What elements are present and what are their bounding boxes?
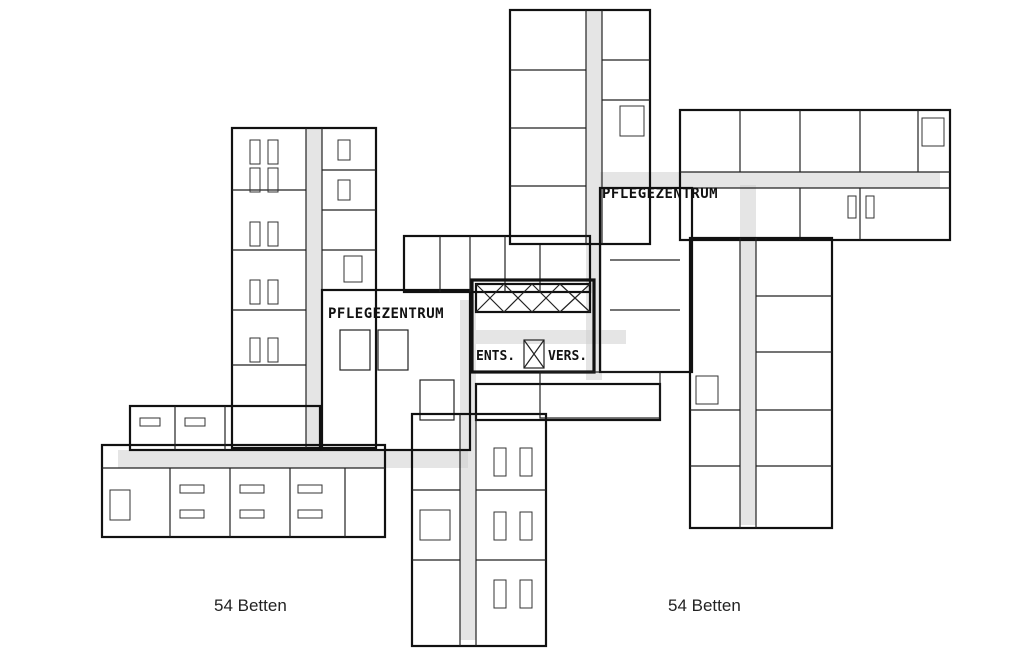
caption-right: 54 Betten bbox=[668, 596, 741, 615]
right-upper-wing bbox=[508, 8, 652, 246]
supply-core bbox=[470, 278, 596, 374]
middle-lower-wing bbox=[410, 382, 662, 648]
central-block bbox=[320, 234, 592, 452]
caption-left: 54 Betten bbox=[214, 596, 287, 615]
left-upper-wing bbox=[230, 126, 378, 450]
left-lower-wing bbox=[100, 404, 387, 539]
right-lower-wing bbox=[539, 186, 834, 530]
pflegezentrum-right-label: PFLEGEZENTRUM bbox=[602, 186, 718, 202]
vers-label: VERS. bbox=[548, 349, 587, 364]
ents-label: ENTS. bbox=[476, 349, 515, 364]
right-horizontal-wing bbox=[678, 108, 952, 242]
corridors bbox=[118, 10, 940, 640]
pflegezentrum-left-label: PFLEGEZENTRUM bbox=[328, 306, 444, 322]
